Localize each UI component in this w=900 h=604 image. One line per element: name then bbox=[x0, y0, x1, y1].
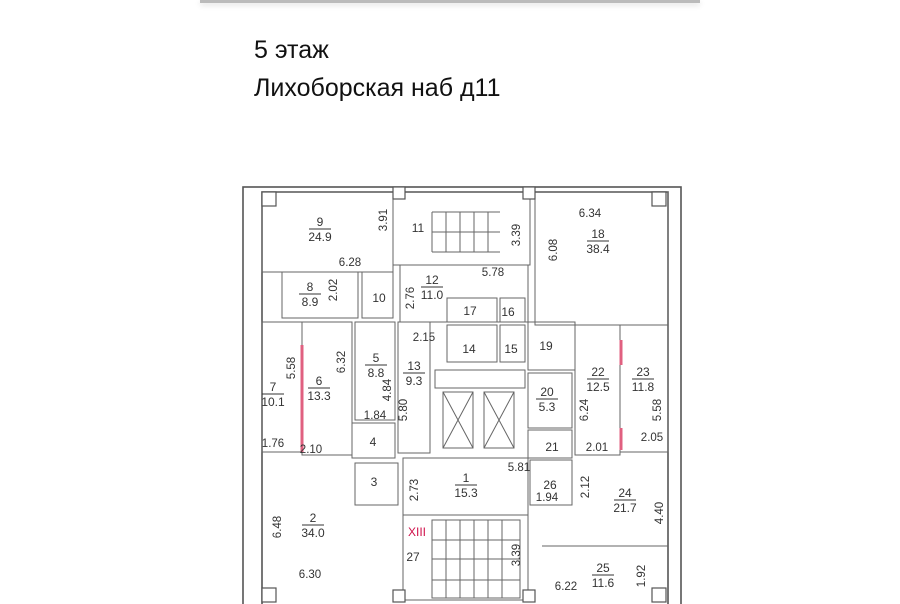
dimension-label: 1.84 bbox=[364, 410, 387, 422]
room-number: 16 bbox=[501, 305, 515, 319]
dimension-label: 3.39 bbox=[511, 544, 523, 566]
room-number: 25 bbox=[596, 561, 610, 575]
dimension-label: 4.40 bbox=[654, 502, 666, 524]
room-number: 5 bbox=[373, 351, 380, 365]
room-number: 27 bbox=[406, 550, 420, 564]
room-number: 1 bbox=[463, 471, 470, 485]
room-area: 10.1 bbox=[261, 395, 285, 409]
dimension-label: 2.15 bbox=[413, 332, 435, 344]
room-number: 18 bbox=[591, 227, 605, 241]
dimension-label: 1.92 bbox=[636, 565, 648, 587]
room-number: 19 bbox=[539, 339, 553, 353]
room-number: 9 bbox=[317, 215, 324, 229]
address-title: Лихоборская наб д11 bbox=[254, 74, 501, 102]
room-number: 22 bbox=[591, 365, 605, 379]
floor-title: 5 этаж bbox=[254, 36, 329, 64]
room-number: 6 bbox=[316, 374, 323, 388]
dimension-label: 2.01 bbox=[586, 442, 608, 454]
room-area: 21.7 bbox=[613, 501, 637, 515]
room-number: 11 bbox=[412, 221, 425, 235]
dimension-label: 3.39 bbox=[511, 224, 523, 246]
top-divider bbox=[200, 0, 700, 3]
dimension-label: 2.05 bbox=[641, 432, 663, 444]
room-number: 26 bbox=[543, 478, 557, 492]
dimension-label: 5.81 bbox=[508, 462, 530, 474]
dimension-label: 6.22 bbox=[555, 581, 577, 593]
room-number: 24 bbox=[618, 486, 632, 500]
room-number: 10 bbox=[372, 291, 386, 305]
room-area: 13.3 bbox=[307, 389, 331, 403]
room-area: 12.5 bbox=[586, 380, 610, 394]
room-number: 3 bbox=[371, 475, 378, 489]
room-number: 7 bbox=[270, 380, 277, 394]
dimension-label: 3.91 bbox=[378, 209, 390, 231]
dimension-label: 6.30 bbox=[299, 569, 321, 581]
dimension-label: 6.34 bbox=[579, 208, 602, 220]
dimension-label: 6.24 bbox=[579, 398, 591, 421]
dimension-label: 2.12 bbox=[580, 476, 592, 498]
room-area: 38.4 bbox=[586, 242, 610, 256]
dimension-label: 2.76 bbox=[405, 287, 417, 309]
dimension-label: 6.28 bbox=[339, 257, 361, 269]
stair-marker: XIII bbox=[408, 525, 426, 539]
room-area: 5.3 bbox=[539, 400, 556, 414]
room-area: 24.9 bbox=[308, 230, 332, 244]
dimension-label: 5.78 bbox=[482, 267, 504, 279]
dimension-label: 6.32 bbox=[336, 351, 348, 373]
room-area: 15.3 bbox=[454, 486, 478, 500]
room-area: 9.3 bbox=[406, 374, 423, 388]
room-number: 4 bbox=[370, 435, 377, 449]
walls bbox=[242, 186, 682, 604]
room-number: 15 bbox=[504, 342, 518, 356]
dimension-label: 2.10 bbox=[300, 444, 322, 456]
room-number: 20 bbox=[540, 385, 554, 399]
room-area: 11.0 bbox=[421, 288, 444, 302]
room-number: 23 bbox=[636, 365, 650, 379]
room-number: 2 bbox=[310, 511, 317, 525]
columns bbox=[261, 186, 667, 603]
dimension-label: 2.02 bbox=[328, 279, 340, 301]
dimension-label: 2.73 bbox=[409, 479, 421, 501]
room-number: 14 bbox=[462, 342, 476, 356]
room-area: 34.0 bbox=[301, 526, 325, 540]
room-area: 8.8 bbox=[368, 366, 385, 380]
dimension-label: 1.76 bbox=[262, 438, 284, 450]
dimension-label: 6.08 bbox=[548, 239, 560, 261]
dimension-label: 4.84 bbox=[382, 378, 394, 401]
room-number: 8 bbox=[307, 280, 314, 294]
room-area: 8.9 bbox=[302, 295, 319, 309]
room-number: 17 bbox=[463, 304, 477, 318]
room-area: 11.8 bbox=[632, 380, 655, 394]
dimension-label: 1.94 bbox=[536, 492, 559, 504]
dimension-label: 6.48 bbox=[272, 516, 284, 538]
dimension-label: 5.58 bbox=[286, 357, 298, 379]
room-number: 12 bbox=[425, 273, 439, 287]
room-number: 13 bbox=[407, 359, 421, 373]
dimension-label: 5.58 bbox=[652, 399, 664, 421]
room-number: 21 bbox=[545, 440, 559, 454]
dimension-label: 5.80 bbox=[398, 399, 410, 421]
room-area: 11.6 bbox=[592, 576, 615, 590]
